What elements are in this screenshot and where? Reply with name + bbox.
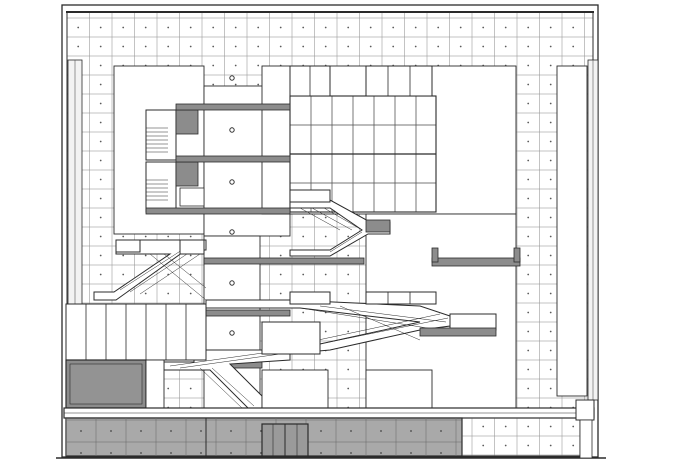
base-plinth xyxy=(65,417,581,457)
ramp-long-central xyxy=(205,291,497,357)
ramp-upper-right xyxy=(289,189,391,257)
lower-left-glazed-block xyxy=(65,303,207,411)
right-corner-detail xyxy=(575,399,595,459)
lower-center-blocks xyxy=(261,321,433,411)
left-stair-core-lower xyxy=(145,161,205,213)
left-stair-core-upper xyxy=(145,109,199,161)
ramp-left xyxy=(93,239,207,301)
entrance-doors xyxy=(261,423,309,457)
